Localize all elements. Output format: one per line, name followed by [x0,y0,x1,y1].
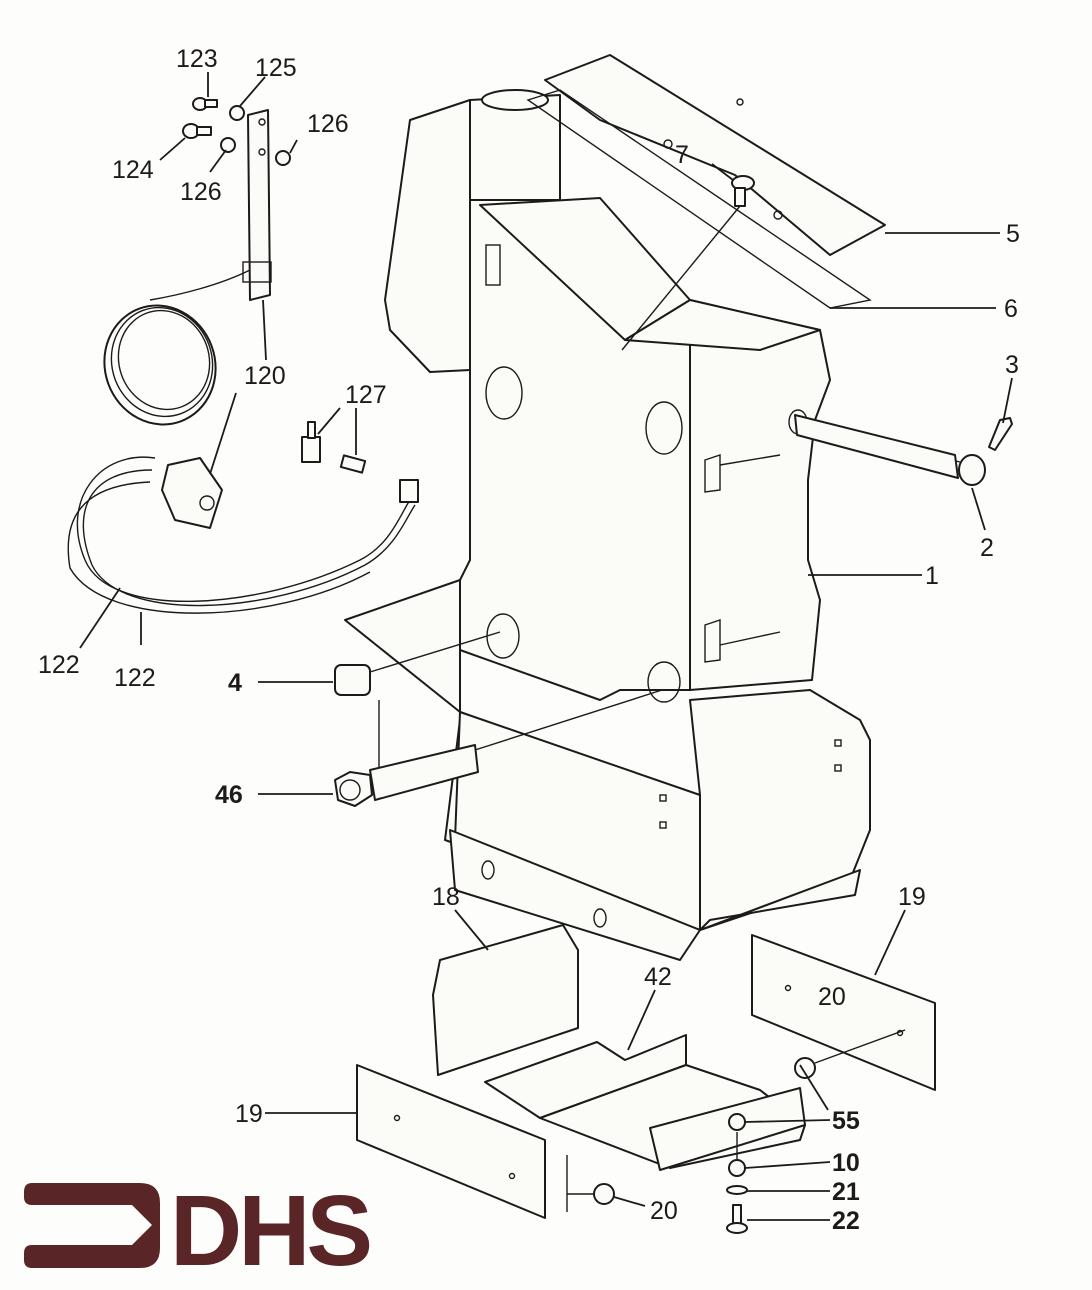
rod-part-2 [794,414,1013,486]
callout-55: 55 [832,1107,860,1135]
connectors-part-127 [301,421,367,474]
callout-120: 120 [244,362,286,390]
callout-122: 122 [38,651,80,679]
capillary-coil [103,269,251,426]
callout-3: 3 [1005,351,1019,379]
callout-22: 22 [832,1207,860,1235]
callout-6: 6 [1004,295,1018,323]
callout-127: 127 [345,381,387,409]
bracket-part-120 [242,109,272,301]
side-panel-part-19-left [356,1064,546,1219]
leader-lines [79,72,1013,1221]
callout-10: 10 [832,1149,860,1177]
pipe-part-46 [334,689,663,807]
callout-126: 126 [180,178,222,206]
callout-123: 123 [176,45,218,73]
fasteners-123-126 [182,97,291,166]
callout-42: 42 [644,963,672,991]
callout-124: 124 [112,156,154,184]
callout-19: 19 [898,883,926,911]
callout-19: 19 [235,1100,263,1128]
wires-part-122 [67,456,419,614]
side-panel-part-19-right [751,934,936,1091]
screw-part-20-right [794,1029,906,1079]
callout-1: 1 [925,562,939,590]
callout-20: 20 [818,983,846,1011]
callout-21: 21 [832,1178,860,1206]
logo-text: DHS [170,1175,369,1287]
callout-labels: 123 125 126 124 126 120 127 122 122 4 46… [38,45,1020,1235]
tray-part-42 [484,1034,806,1171]
callout-122: 122 [114,664,156,692]
dhs-logo: DHS [24,1175,373,1287]
callout-18: 18 [432,883,460,911]
callout-125: 125 [255,54,297,82]
fastener-stack [726,1113,748,1234]
baffle-part-18 [432,924,579,1076]
callout-126: 126 [307,110,349,138]
thermostat-part-120 [161,457,223,529]
base-tray [344,579,871,961]
callout-4: 4 [228,669,242,697]
callout-7: 7 [675,141,689,169]
plug-part-4 [334,631,501,770]
screw-part-20-left [566,1155,615,1212]
arrow-right-icon [24,1183,160,1268]
main-body-part-1 [384,89,831,703]
callout-46: 46 [215,781,243,809]
screw-part-7 [621,175,755,351]
callout-2: 2 [980,534,994,562]
callout-5: 5 [1006,220,1020,248]
lid-part-5 [526,54,886,309]
callout-20: 20 [650,1197,678,1225]
